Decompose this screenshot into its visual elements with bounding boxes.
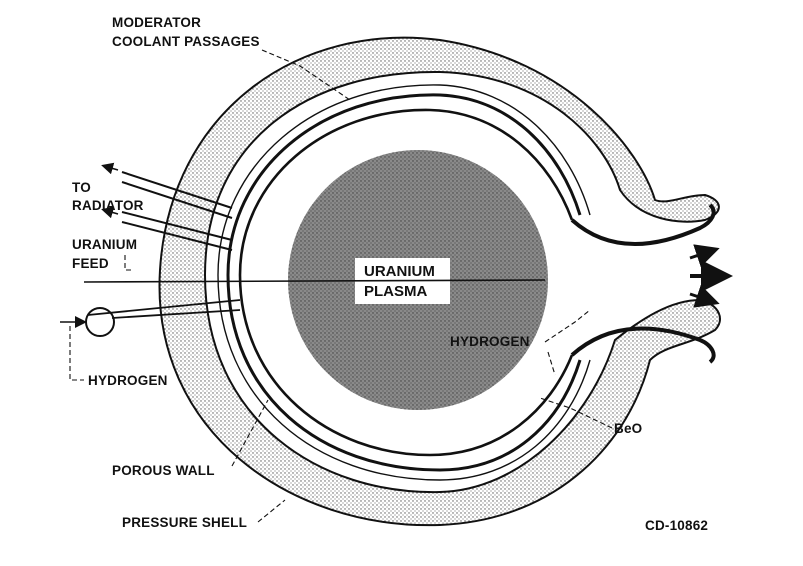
nozzle	[570, 203, 716, 364]
label-uranium-feed-line1: URANIUM	[72, 237, 137, 252]
beo-leader	[539, 397, 613, 429]
label-moderator-line1: MODERATOR	[112, 15, 201, 30]
porous-wall-leader	[231, 399, 269, 467]
exhaust-arrows	[689, 244, 733, 308]
label-pressure-shell: PRESSURE SHELL	[122, 515, 247, 530]
label-to-radiator-line2: RADIATOR	[72, 198, 144, 213]
uranium-feed-line	[83, 255, 546, 283]
radiator-pipes	[101, 162, 233, 251]
pressure-shell-leader	[257, 499, 286, 523]
label-porous-wall: POROUS WALL	[112, 463, 215, 478]
porous-wall	[238, 108, 574, 457]
plasma-label-line1: URANIUM	[364, 263, 435, 280]
label-hydrogen-cavity: HYDROGEN	[450, 334, 530, 349]
label-uranium-feed-line2: FEED	[72, 256, 109, 271]
label-moderator-line2: COOLANT PASSAGES	[112, 34, 260, 49]
plasma-label-line2: PLASMA	[364, 283, 428, 300]
hydrogen-inlet	[60, 299, 241, 381]
label-beo: BeO	[614, 421, 642, 436]
beo-lining	[217, 84, 591, 481]
moderator-leader	[261, 49, 351, 101]
label-hydrogen-inlet: HYDROGEN	[88, 373, 168, 388]
figure-id: CD-10862	[645, 518, 708, 533]
label-to-radiator-line1: TO	[72, 180, 91, 195]
hydrogen-cavity-leader-b	[547, 351, 556, 376]
hydrogen-cavity-leader-a	[544, 309, 591, 343]
